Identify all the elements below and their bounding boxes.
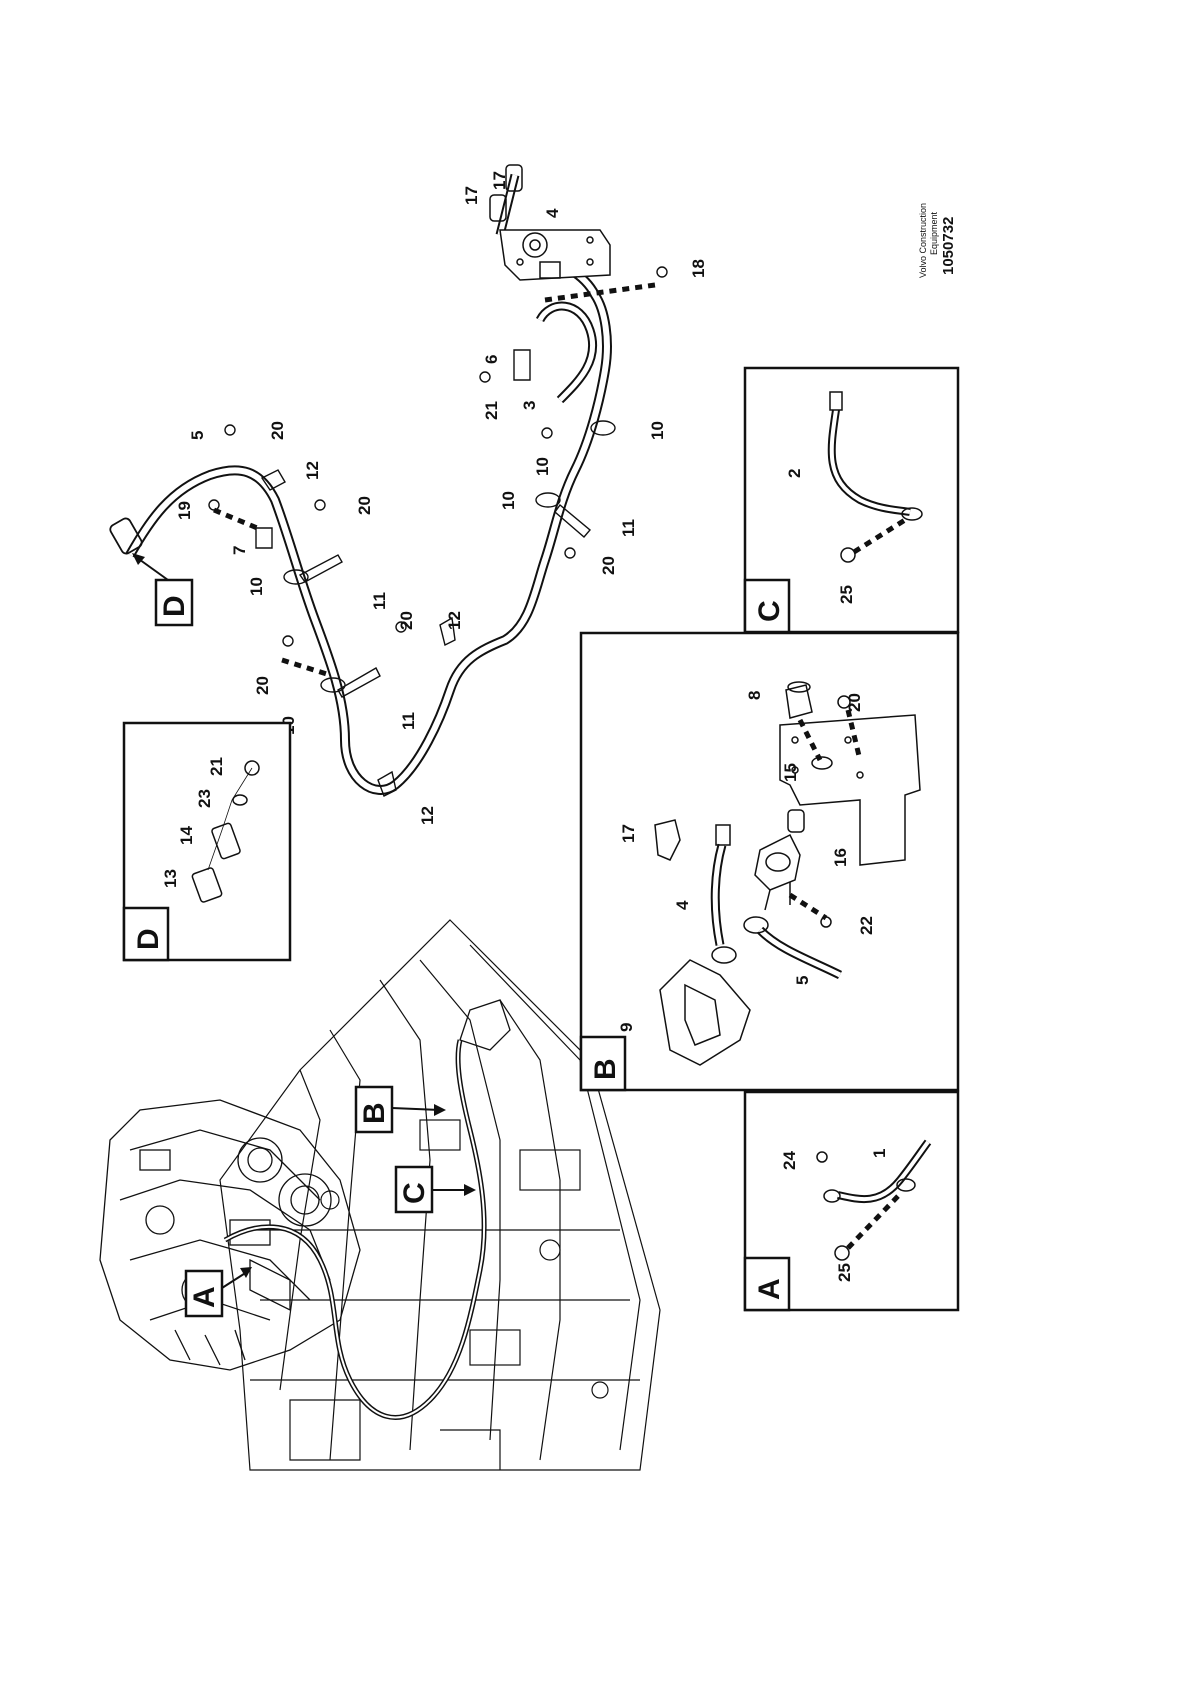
svg-text:14: 14 xyxy=(177,826,196,845)
battery-switch-16 xyxy=(754,809,805,911)
svg-text:20: 20 xyxy=(253,676,272,695)
svg-text:21: 21 xyxy=(482,401,501,420)
screws xyxy=(208,266,668,647)
svg-text:25: 25 xyxy=(837,585,856,604)
svg-text:A: A xyxy=(188,1286,221,1308)
cable-ties-11 xyxy=(298,503,591,698)
svg-text:18: 18 xyxy=(689,259,708,278)
bracket-9 xyxy=(659,959,751,1066)
cap-8 xyxy=(785,684,813,719)
svg-text:10: 10 xyxy=(648,421,667,440)
svg-text:24: 24 xyxy=(780,1151,799,1170)
svg-text:B: B xyxy=(589,1058,622,1080)
svg-text:D: D xyxy=(158,595,191,617)
svg-text:2: 2 xyxy=(785,469,804,478)
terminal-17b xyxy=(489,194,507,222)
svg-text:10: 10 xyxy=(533,457,552,476)
svg-text:13: 13 xyxy=(161,869,180,888)
detail-d-parts xyxy=(191,760,260,903)
svg-text:4: 4 xyxy=(543,208,562,218)
main-route-labels: 17 17 4 18 6 21 3 10 10 10 11 20 5 20 12… xyxy=(175,171,708,825)
svg-text:5: 5 xyxy=(188,431,207,440)
detail-d: D 13 14 23 21 xyxy=(122,721,292,962)
svg-text:5: 5 xyxy=(793,976,812,985)
cable-1-ring xyxy=(823,1189,841,1203)
bracket-7 xyxy=(255,527,273,549)
svg-text:1: 1 xyxy=(870,1149,889,1158)
svg-text:C: C xyxy=(753,600,786,622)
terminal-17a xyxy=(505,164,523,192)
svg-text:C: C xyxy=(398,1182,431,1204)
overview-callout-c: C xyxy=(394,1165,476,1214)
clips-12 xyxy=(260,469,456,797)
svg-text:9: 9 xyxy=(617,1023,636,1032)
svg-text:20: 20 xyxy=(268,421,287,440)
svg-text:20: 20 xyxy=(845,693,864,712)
screw-25-a xyxy=(834,1245,850,1261)
main-cable-assembly: D xyxy=(109,164,668,797)
bracket-6 xyxy=(513,349,531,381)
svg-text:21: 21 xyxy=(207,757,226,776)
svg-text:17: 17 xyxy=(490,171,509,190)
screw-25-c xyxy=(840,547,856,563)
detail-c: C 2 25 xyxy=(743,366,960,634)
brand-block: Volvo Construction Equipment 1050732 xyxy=(918,203,957,278)
machine-overview: A B C xyxy=(99,919,661,1471)
svg-text:12: 12 xyxy=(303,461,322,480)
svg-text:7: 7 xyxy=(230,546,249,555)
svg-text:8: 8 xyxy=(745,691,764,700)
overview-battery-switch xyxy=(459,999,511,1051)
svg-text:10: 10 xyxy=(499,491,518,510)
dash-18 xyxy=(544,282,656,303)
detail-b: B xyxy=(579,631,960,1092)
svg-text:20: 20 xyxy=(599,556,618,575)
svg-text:19: 19 xyxy=(175,501,194,520)
svg-text:25: 25 xyxy=(835,1263,854,1282)
svg-text:11: 11 xyxy=(370,592,389,610)
svg-text:20: 20 xyxy=(397,611,416,630)
chassis-frame xyxy=(219,919,661,1471)
svg-text:A: A xyxy=(753,1278,786,1300)
svg-text:B: B xyxy=(358,1102,391,1124)
detail-a: A 24 1 25 xyxy=(743,1090,960,1312)
svg-text:4: 4 xyxy=(673,900,692,910)
clamps-10 xyxy=(283,420,616,693)
svg-text:Volvo Construction: Volvo Construction xyxy=(918,203,928,278)
cable-5-end-connector xyxy=(109,517,143,555)
svg-text:6: 6 xyxy=(482,355,501,364)
overview-callout-a: A xyxy=(184,1267,252,1318)
cable-5-outline xyxy=(125,250,612,795)
svg-text:D: D xyxy=(132,928,165,950)
svg-text:15: 15 xyxy=(781,763,800,782)
svg-text:12: 12 xyxy=(418,806,437,825)
plate-15 xyxy=(779,714,921,866)
dash-20-10 xyxy=(281,657,331,678)
terminal-17 xyxy=(654,819,681,861)
svg-text:17: 17 xyxy=(619,824,638,843)
battery-switch-bracket xyxy=(499,229,611,281)
svg-text:23: 23 xyxy=(195,789,214,808)
svg-text:20: 20 xyxy=(355,496,374,515)
svg-text:11: 11 xyxy=(399,712,418,730)
svg-text:17: 17 xyxy=(462,186,481,205)
svg-text:3: 3 xyxy=(520,401,539,410)
overview-callout-b: B xyxy=(354,1085,446,1134)
dash-19-7 xyxy=(213,507,263,533)
svg-text:11: 11 xyxy=(619,519,638,537)
svg-text:Equipment: Equipment xyxy=(929,211,939,255)
svg-text:12: 12 xyxy=(445,611,464,630)
svg-text:22: 22 xyxy=(857,916,876,935)
svg-text:16: 16 xyxy=(831,848,850,867)
main-callout-d: D xyxy=(132,553,194,627)
svg-text:10: 10 xyxy=(247,577,266,596)
cable-2-terminal xyxy=(829,391,843,411)
cable-4-ring xyxy=(711,946,737,964)
svg-text:1050732: 1050732 xyxy=(940,217,957,275)
